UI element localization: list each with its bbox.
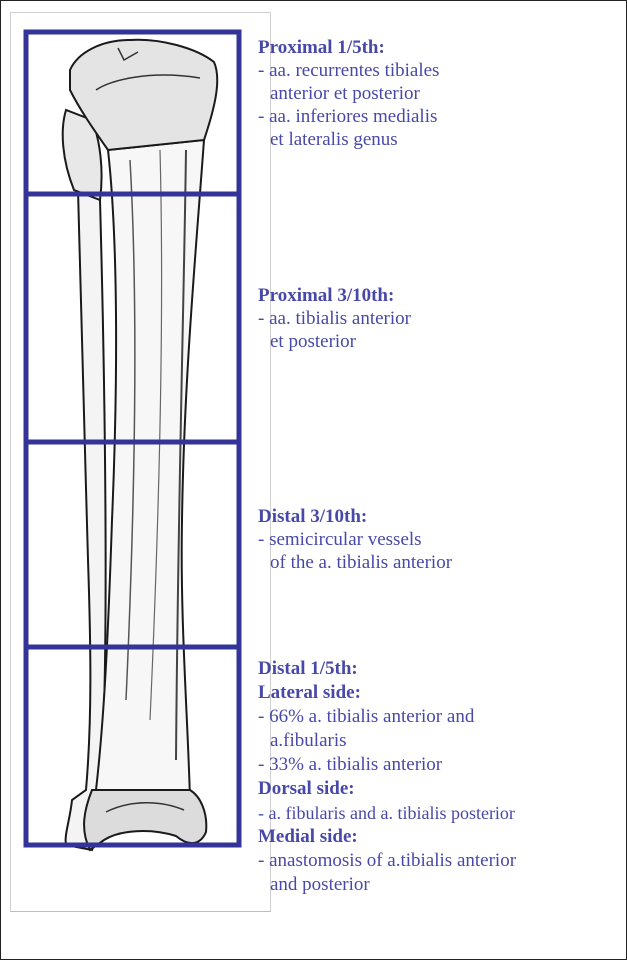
section-line: et lateralis genus — [258, 128, 439, 151]
dorsal-line: - a. fibularis and a. tibialis posterior — [258, 801, 516, 825]
section-line: - aa. inferiores medialis — [258, 105, 439, 128]
tibia-shaft — [96, 140, 204, 800]
section-line: anterior et posterior — [258, 82, 439, 105]
lateral-line: - 66% a. tibialis anterior and — [258, 705, 516, 729]
lateral-side-heading: Lateral side: — [258, 681, 516, 705]
section-heading: Distal 1/5th: — [258, 657, 516, 681]
section-distal-3-10: Distal 3/10th: - semicircular vessels of… — [258, 505, 452, 574]
section-proximal-1-5: Proximal 1/5th: - aa. recurrentes tibial… — [258, 36, 439, 151]
section-heading: Proximal 1/5th: — [258, 36, 439, 59]
medial-line: - anastomosis of a.tibialis anterior — [258, 849, 516, 873]
section-distal-1-5: Distal 1/5th: Lateral side: - 66% a. tib… — [258, 657, 516, 897]
tibia-distal-end — [84, 790, 206, 850]
medial-line: and posterior — [258, 873, 516, 897]
section-proximal-3-10: Proximal 3/10th: - aa. tibialis anterior… — [258, 284, 411, 353]
section-heading: Proximal 3/10th: — [258, 284, 411, 307]
section-heading: Distal 3/10th: — [258, 505, 452, 528]
section-line: - aa. recurrentes tibiales — [258, 59, 439, 82]
section-line: et posterior — [258, 330, 411, 353]
lateral-line: - 33% a. tibialis anterior — [258, 753, 516, 777]
section-line: - semicircular vessels — [258, 528, 452, 551]
section-line: of the a. tibialis anterior — [258, 551, 452, 574]
dorsal-side-heading: Dorsal side: — [258, 777, 516, 801]
medial-side-heading: Medial side: — [258, 825, 516, 849]
section-line: - aa. tibialis anterior — [258, 307, 411, 330]
lateral-line: a.fibularis — [258, 729, 516, 753]
